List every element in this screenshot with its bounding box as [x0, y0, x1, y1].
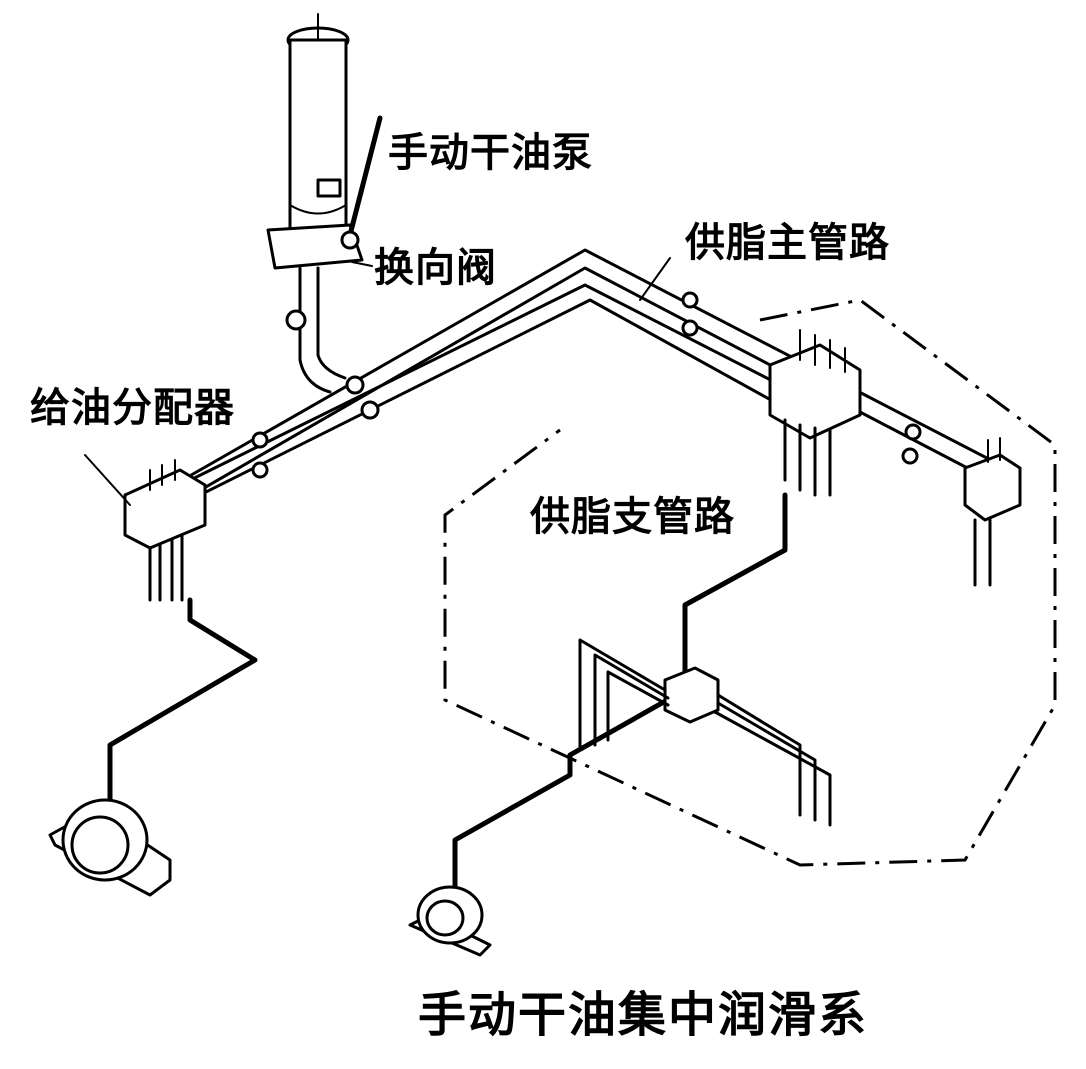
label-oil-distributor: 给油分配器 [30, 385, 235, 431]
left-distributor [84, 454, 207, 602]
label-main-supply-line: 供脂主管路 [685, 220, 890, 266]
main-supply-line [128, 248, 1012, 527]
right-distributor [963, 437, 1022, 587]
manual-grease-pump [266, 13, 383, 394]
machine-frame [443, 298, 1057, 867]
branch-supply-lines [107, 492, 832, 898]
left-bearing [48, 798, 172, 897]
label-branch-supply-line: 供脂支管路 [530, 494, 735, 540]
diagram-title: 手动干油集中润滑系 [418, 987, 869, 1043]
center-distributor [768, 329, 862, 497]
center-bearing [408, 885, 492, 957]
label-manual-pump: 手动干油泵 [388, 130, 593, 176]
label-reversing-valve: 换向阀 [374, 245, 497, 291]
